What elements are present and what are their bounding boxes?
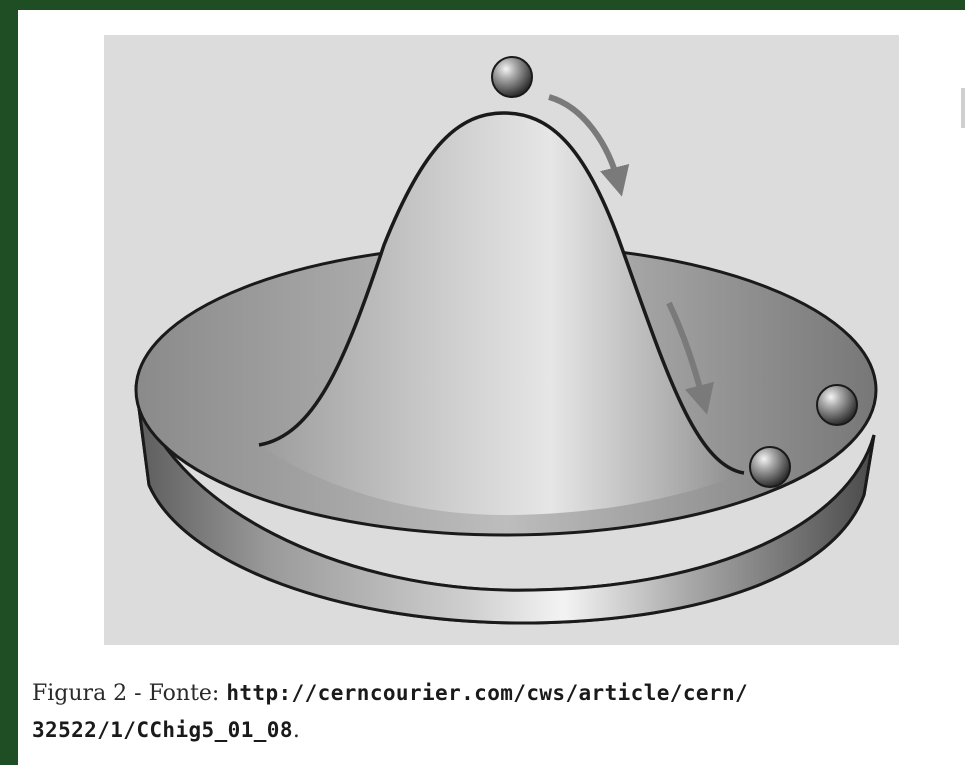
- caption-url-line1: http://cerncourier.com/cws/article/cern/: [226, 681, 748, 705]
- mexican-hat-potential-illustration: [104, 35, 899, 645]
- page-edge-mark: [961, 88, 965, 128]
- figure-panel: [104, 35, 899, 645]
- caption-label: Figura 2 - Fonte:: [32, 681, 219, 706]
- ball-rim: [817, 385, 857, 425]
- ball-top: [492, 57, 532, 97]
- caption-end: .: [293, 718, 300, 743]
- document-page: Figura 2 - Fonte: http://cerncourier.com…: [18, 10, 965, 765]
- caption-url-line2: 32522/1/CChig5_01_08: [32, 718, 293, 742]
- figure-caption: Figura 2 - Fonte: http://cerncourier.com…: [32, 675, 957, 749]
- ball-bottom: [750, 447, 790, 487]
